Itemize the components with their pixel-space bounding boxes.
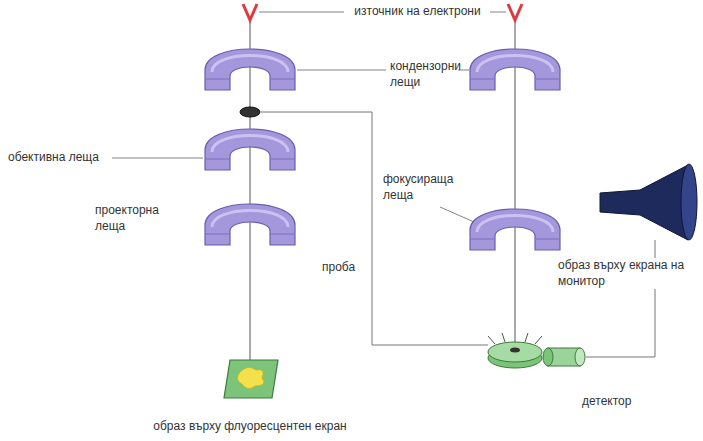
part-label: кондензорни лещи: [390, 59, 470, 90]
leader-line: [490, 12, 506, 13]
electron-beam: [250, 18, 251, 368]
specimen: [240, 107, 260, 117]
image-label: образ върху екрана на монитор: [558, 258, 698, 289]
electron-gun: [508, 4, 522, 20]
objective-lens: [205, 129, 295, 170]
part-label: детектор: [582, 394, 662, 410]
leader-line: [112, 158, 203, 159]
leader-line: [259, 12, 344, 13]
part-label: проба: [322, 260, 367, 276]
fluorescent-screen: [224, 360, 278, 398]
specimen: [510, 348, 520, 353]
stage-clips: [488, 333, 542, 344]
leader-line: [297, 70, 386, 71]
monitor: [600, 165, 688, 240]
condenser-lens: [470, 49, 560, 90]
leader-line: [440, 207, 474, 222]
condenser-lens: [205, 49, 295, 90]
part-label: фокусираща леща: [383, 172, 463, 203]
detector: [575, 348, 585, 366]
focusing-lens: [470, 209, 560, 250]
image-label: образ върху флуоресцентен екран: [120, 419, 380, 435]
specimen-link-line: [261, 112, 488, 345]
source-label: източник на електрони: [335, 4, 500, 20]
detector: [543, 348, 553, 366]
specimen-stage: [488, 342, 542, 362]
monitor-screen: [681, 164, 697, 240]
part-label: обективна леща: [8, 150, 138, 166]
projector-lens: [205, 204, 295, 245]
screen-image: [237, 367, 263, 388]
electron-gun: [243, 4, 257, 20]
part-label: проекторна леща: [95, 203, 170, 234]
